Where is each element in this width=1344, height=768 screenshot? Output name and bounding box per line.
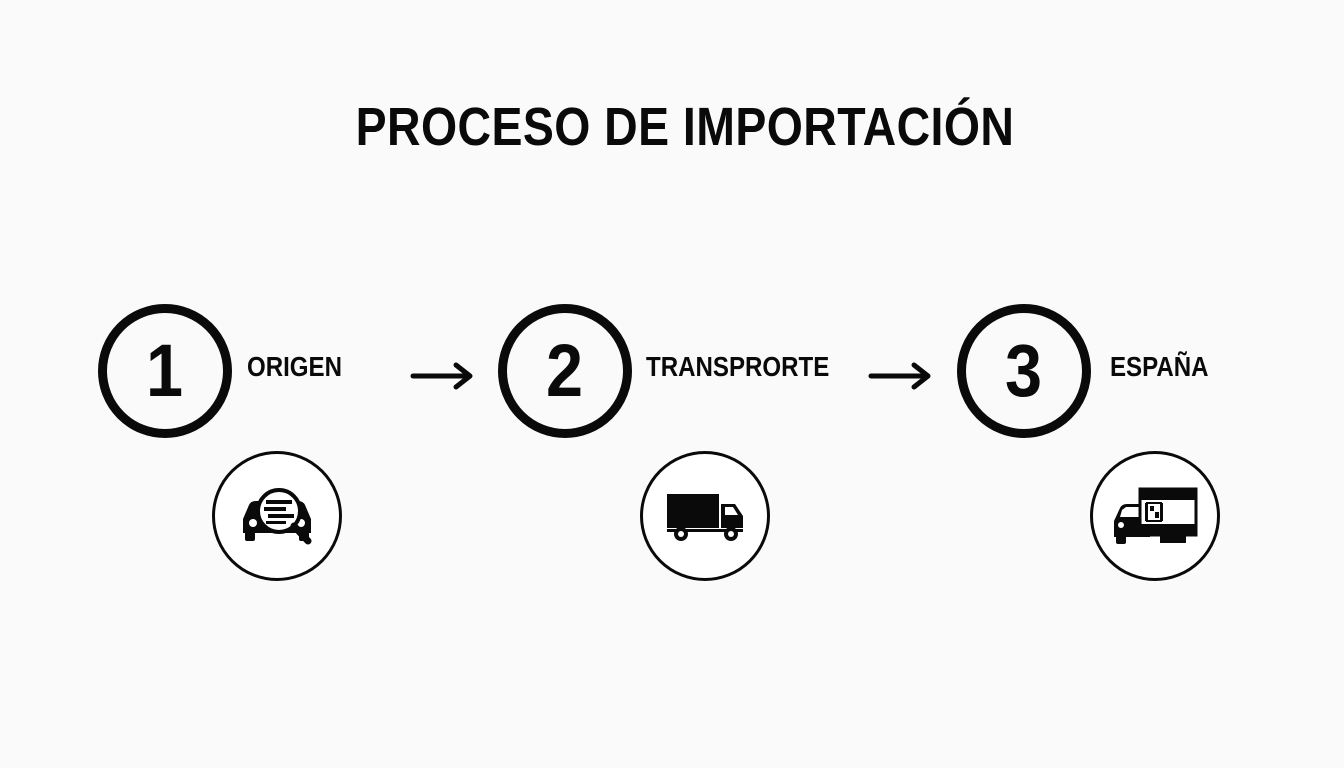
car-spain-flag-icon	[1114, 487, 1198, 544]
step-1-label: ORIGEN	[247, 351, 343, 382]
step-3-number: 3	[1005, 329, 1043, 412]
step-2-label: TRANSPRORTE	[646, 351, 830, 382]
step-3-label: ESPAÑA	[1110, 351, 1209, 382]
step-1-number-circle: 1	[98, 304, 232, 438]
step-3-icon-circle	[1090, 451, 1220, 581]
car-inspection-magnifier-icon	[243, 488, 312, 545]
step-2-icon-circle	[640, 451, 770, 581]
step-1-number: 1	[146, 329, 184, 412]
step-2-number: 2	[546, 329, 584, 412]
diagram-title: PROCESO DE IMPORTACIÓN	[355, 97, 1015, 157]
step-2-number-circle: 2	[498, 304, 632, 438]
truck-icon	[667, 494, 743, 541]
step-3-number-circle: 3	[957, 304, 1091, 438]
arrow-right-icon	[410, 362, 473, 390]
step-1-icon-circle	[212, 451, 342, 581]
arrow-right-icon	[868, 362, 931, 390]
